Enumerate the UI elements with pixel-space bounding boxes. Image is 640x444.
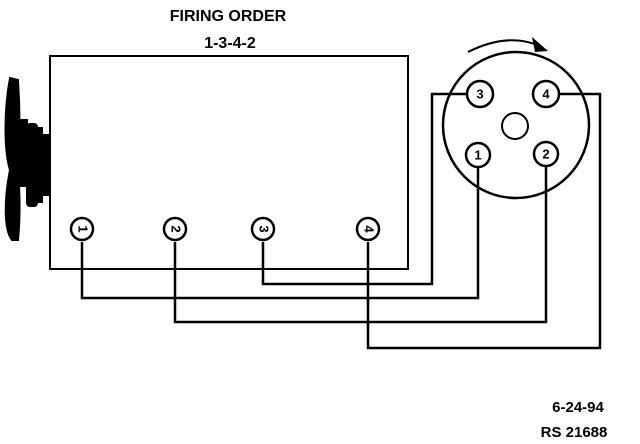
terminal-1-marker: 1 [464, 141, 492, 169]
cylinder-2-label: 2 [169, 225, 184, 232]
cylinder-1-marker: 1 [69, 216, 95, 242]
pulley-icon [26, 123, 50, 207]
cylinder-4-label: 4 [362, 225, 377, 233]
terminal-4-marker: 4 [531, 79, 561, 109]
firing-order-sequence: 1-3-4-2 [204, 35, 256, 52]
distributor-center-post [501, 112, 529, 140]
cylinder-3-label: 3 [257, 225, 272, 232]
terminal-3-label: 3 [476, 86, 483, 101]
terminal-4-label: 4 [542, 86, 550, 101]
spark-plug-wires [80, 92, 602, 350]
rotation-arrow-icon [467, 37, 548, 53]
cylinder-1-label: 1 [76, 225, 91, 232]
diagram-title: FIRING ORDER [170, 8, 287, 25]
terminal-1-label: 1 [474, 147, 481, 162]
engine-block [49, 55, 409, 270]
distributor-cap [441, 50, 591, 200]
terminal-3-marker: 3 [465, 79, 495, 109]
cylinder-3-marker: 3 [250, 216, 276, 242]
fan-icon [4, 76, 28, 241]
distributor-terminals: 3 4 1 2 [464, 79, 561, 169]
engine-cylinders: 1 2 3 4 [69, 216, 381, 242]
terminal-2-label: 2 [542, 146, 549, 161]
date-code: 6-24-94 [552, 399, 604, 416]
cylinder-2-marker: 2 [162, 216, 188, 242]
cylinder-4-marker: 4 [355, 216, 381, 242]
terminal-2-marker: 2 [532, 140, 560, 168]
reference-code: RS 21688 [541, 424, 608, 441]
